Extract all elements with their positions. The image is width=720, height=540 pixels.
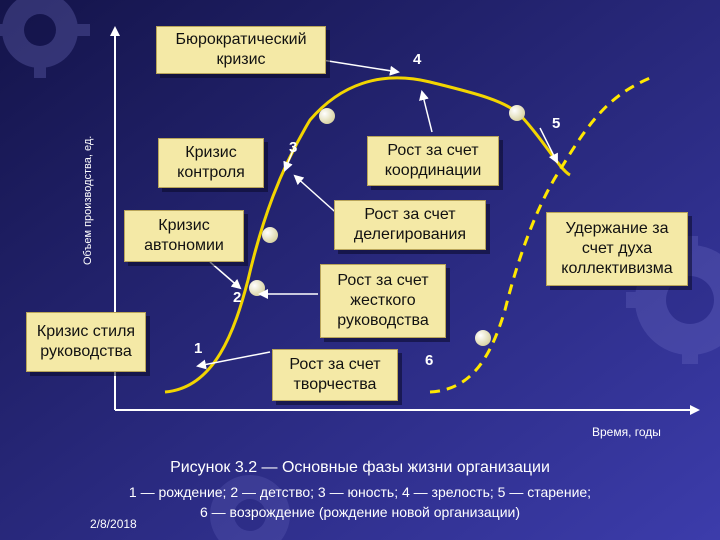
bureaucratic-crisis-box: Бюрократический кризис [156, 26, 326, 74]
arrow [419, 90, 433, 133]
arrow [283, 147, 295, 172]
phase-marker [509, 105, 525, 121]
phase-number-3: 3 [289, 139, 298, 156]
arrow [539, 127, 558, 164]
arrow [209, 261, 242, 290]
delegation-growth-box: Рост за счет делегирования [334, 200, 486, 250]
phase-marker [262, 227, 278, 243]
figure-title: Рисунок 3.2 — Основные фазы жизни органи… [170, 459, 550, 476]
phase-number-2: 2 [233, 289, 242, 306]
phase-marker [475, 330, 491, 346]
directive-growth-box: Рост за счет жесткого руководства [320, 264, 446, 338]
collectivism-retention-box: Удержание за счет духа коллективизма [546, 212, 688, 286]
coordination-growth-box: Рост за счет координации [367, 136, 499, 186]
phase-number-1: 1 [194, 340, 203, 357]
autonomy-crisis-box: Кризис автономии [124, 210, 244, 262]
arrow [321, 59, 400, 76]
figure-legend: 1 — рождение; 2 — детство; 3 — юность; 4… [128, 484, 592, 520]
gear-icon [0, 0, 90, 78]
rebirth-curve [429, 76, 651, 394]
arrow [196, 351, 271, 370]
gear-icon [210, 475, 290, 540]
y-axis-label: Объем производства, ед. [82, 135, 94, 265]
leadership-crisis-box: Кризис стиля руководства [26, 312, 146, 372]
x-axis-label: Время, годы [592, 425, 661, 439]
slide-date: 2/8/2018 [90, 517, 137, 531]
phase-marker [319, 108, 335, 124]
creativity-growth-box: Рост за счет творчества [272, 349, 398, 401]
phase-number-4: 4 [413, 51, 422, 68]
phase-number-6: 6 [425, 352, 434, 369]
phase-number-5: 5 [552, 115, 561, 132]
control-crisis-box: Кризис контроля [158, 138, 264, 188]
